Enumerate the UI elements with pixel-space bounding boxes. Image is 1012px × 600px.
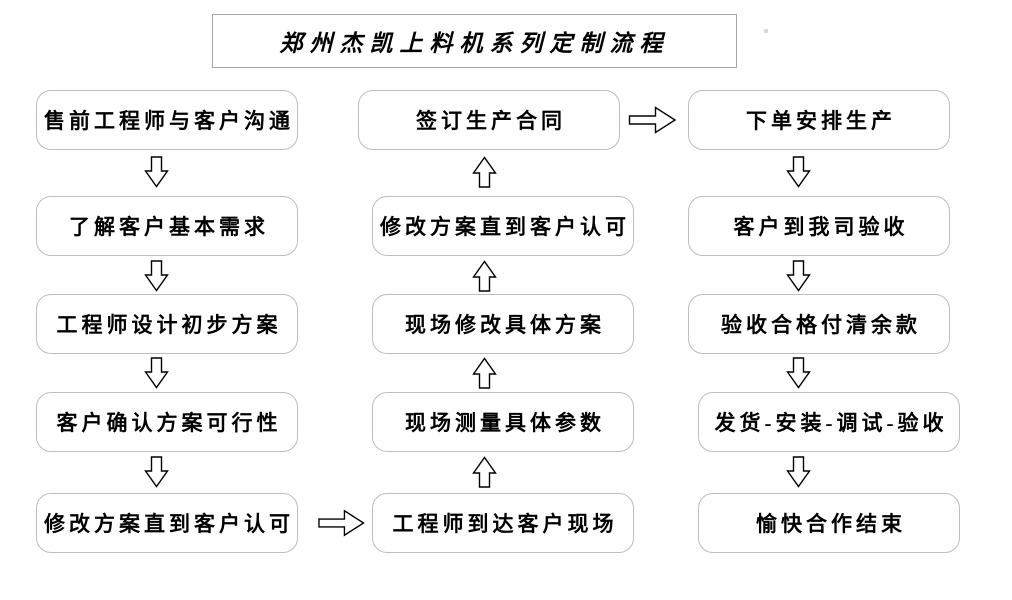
flow-node-onsite-revise-until-approved: 修改方案直到客户认可 xyxy=(372,196,634,256)
down-arrow-icon xyxy=(786,260,811,292)
flow-node-revise-until-approved: 修改方案直到客户认可 xyxy=(36,493,298,553)
selection-dot xyxy=(764,29,768,33)
down-arrow-icon xyxy=(786,357,811,389)
flow-node-label: 了解客户基本需求 xyxy=(69,215,269,239)
flow-node-onsite-measure-params: 现场测量具体参数 xyxy=(372,392,634,452)
flow-node-order-production: 下单安排生产 xyxy=(688,90,950,150)
flow-node-pay-balance: 验收合格付清余款 xyxy=(688,294,950,354)
flow-node-ship-install-debug-accept: 发货-安装-调试-验收 xyxy=(698,392,960,452)
up-arrow-icon xyxy=(472,156,497,188)
flow-node-sign-contract: 签订生产合同 xyxy=(358,90,620,150)
title-box: 郑州杰凯上料机系列定制流程 xyxy=(212,14,737,68)
flow-node-presales-communication: 售前工程师与客户沟通 xyxy=(36,90,298,150)
up-arrow-icon xyxy=(472,260,497,292)
flow-node-engineer-arrives-site: 工程师到达客户现场 xyxy=(372,493,634,553)
flow-node-label: 客户到我司验收 xyxy=(733,215,909,239)
flow-node-label: 客户确认方案可行性 xyxy=(56,411,282,435)
flow-node-label: 工程师设计初步方案 xyxy=(56,313,282,337)
flow-node-initial-design: 工程师设计初步方案 xyxy=(36,294,298,354)
down-arrow-icon xyxy=(144,260,169,292)
flow-node-label: 签订生产合同 xyxy=(416,109,566,133)
up-arrow-icon xyxy=(472,357,497,389)
flow-node-happy-cooperation-end: 愉快合作结束 xyxy=(698,493,960,553)
flow-node-label: 修改方案直到客户认可 xyxy=(380,215,630,239)
flow-node-label: 工程师到达客户现场 xyxy=(392,512,618,536)
down-arrow-icon xyxy=(144,156,169,188)
flow-node-label: 现场测量具体参数 xyxy=(405,411,605,435)
flow-node-onsite-modify-plan: 现场修改具体方案 xyxy=(372,294,634,354)
up-arrow-icon xyxy=(472,456,497,488)
flow-node-label: 下单安排生产 xyxy=(746,109,896,133)
down-arrow-icon xyxy=(144,357,169,389)
flow-node-label: 发货-安装-调试-验收 xyxy=(714,411,948,435)
flow-node-label: 验收合格付清余款 xyxy=(721,313,921,337)
down-arrow-icon xyxy=(144,456,169,488)
flow-node-label: 现场修改具体方案 xyxy=(405,313,605,337)
right-arrow-icon xyxy=(625,106,680,134)
flow-node-confirm-feasibility: 客户确认方案可行性 xyxy=(36,392,298,452)
down-arrow-icon xyxy=(786,156,811,188)
flow-node-label: 售前工程师与客户沟通 xyxy=(44,109,294,133)
flow-node-understand-needs: 了解客户基本需求 xyxy=(36,196,298,256)
page-title: 郑州杰凯上料机系列定制流程 xyxy=(279,31,670,56)
flow-node-label: 修改方案直到客户认可 xyxy=(44,512,294,536)
flow-node-customer-acceptance: 客户到我司验收 xyxy=(688,196,950,256)
flow-node-label: 愉快合作结束 xyxy=(756,512,906,536)
right-arrow-icon xyxy=(318,509,365,537)
down-arrow-icon xyxy=(786,456,811,488)
